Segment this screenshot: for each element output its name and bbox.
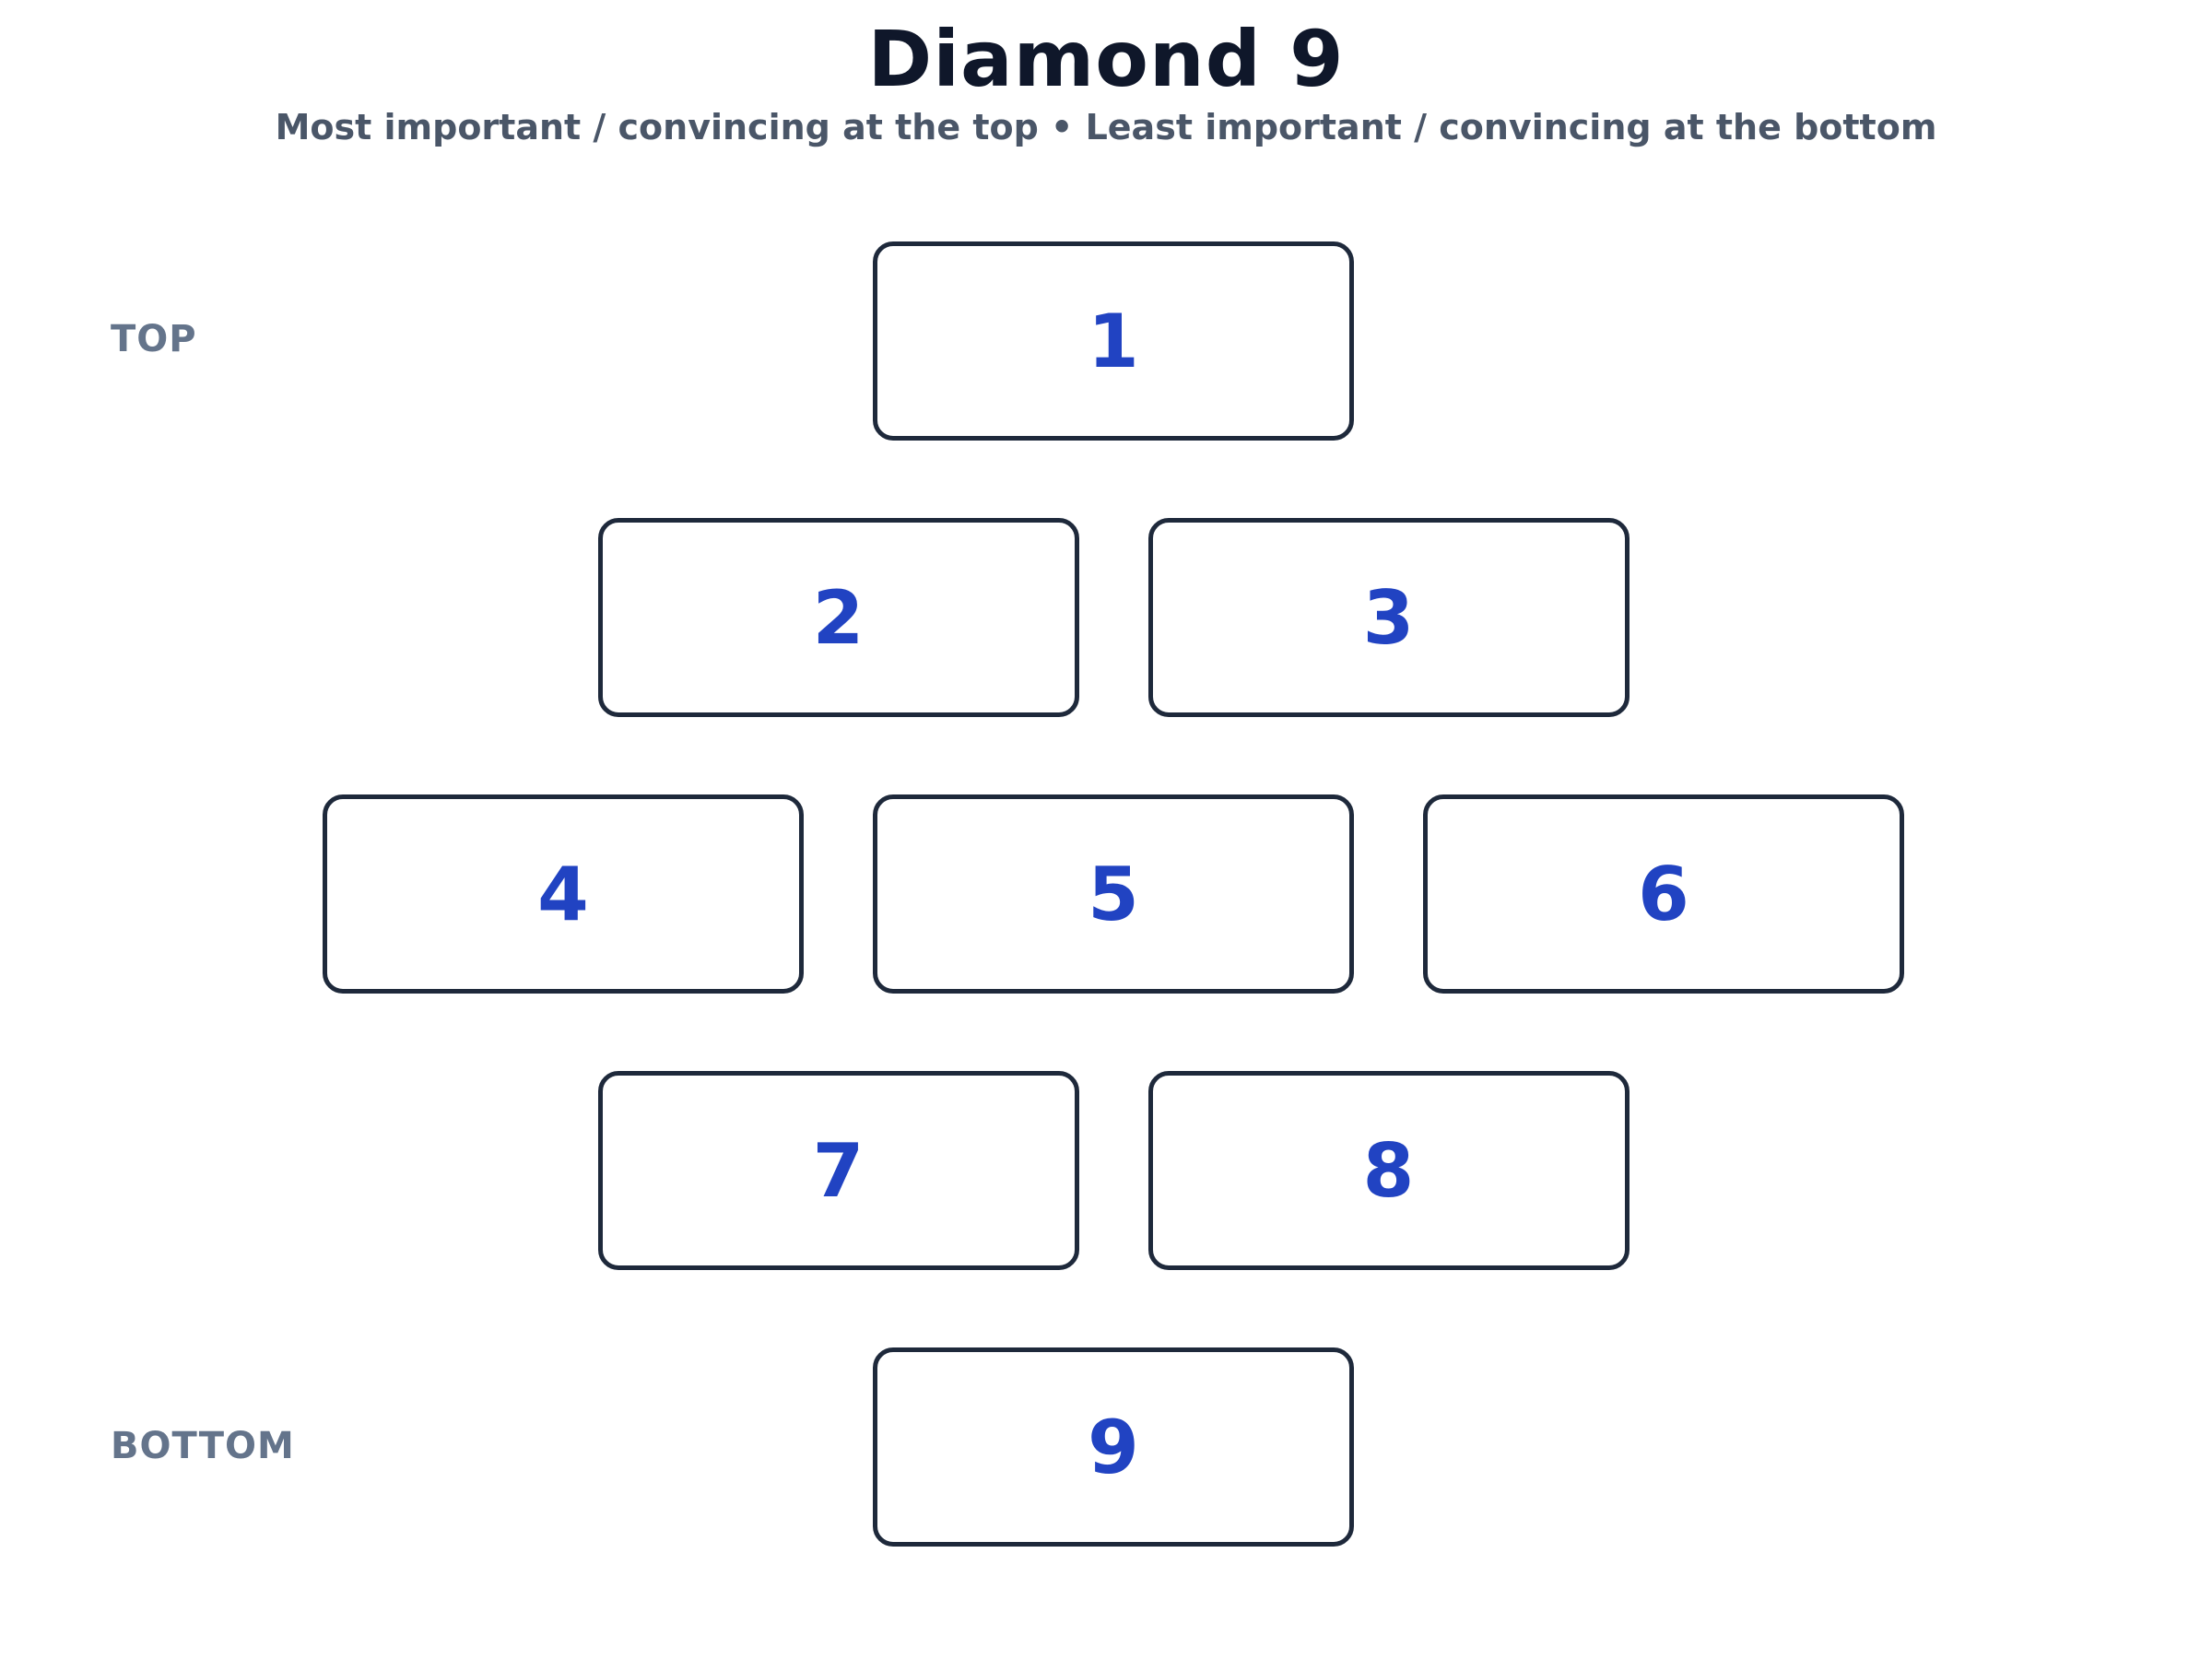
card-number: 5 (1088, 851, 1139, 937)
diamond-row-1: 1 (7, 241, 2212, 441)
diamond-row-3: 4 5 6 (7, 794, 2212, 994)
page-subtitle: Most important / convincing at the top •… (275, 107, 1937, 147)
card-number: 7 (812, 1127, 865, 1214)
diamond-card-9[interactable]: 9 (873, 1347, 1354, 1547)
diamond-card-3[interactable]: 3 (1147, 518, 1630, 717)
top-label: TOP (111, 318, 197, 360)
card-number: 6 (1638, 851, 1689, 937)
diamond-card-1[interactable]: 1 (873, 241, 1354, 441)
card-number: 3 (1362, 574, 1415, 661)
card-number: 2 (812, 574, 865, 661)
card-number: 9 (1088, 1404, 1139, 1490)
card-number: 1 (1088, 298, 1139, 384)
page-title: Diamond 9 (867, 14, 1345, 104)
diamond-card-7[interactable]: 7 (597, 1071, 1079, 1270)
diamond-card-8[interactable]: 8 (1147, 1071, 1630, 1270)
diamond-card-6[interactable]: 6 (1423, 794, 1904, 994)
diamond-card-5[interactable]: 5 (873, 794, 1354, 994)
bottom-label: BOTTOM (111, 1425, 295, 1467)
card-number: 4 (537, 851, 589, 937)
diamond-card-2[interactable]: 2 (597, 518, 1079, 717)
card-number: 8 (1362, 1127, 1415, 1214)
diamond-card-4[interactable]: 4 (323, 794, 804, 994)
diamond-row-5: 9 (7, 1347, 2212, 1547)
